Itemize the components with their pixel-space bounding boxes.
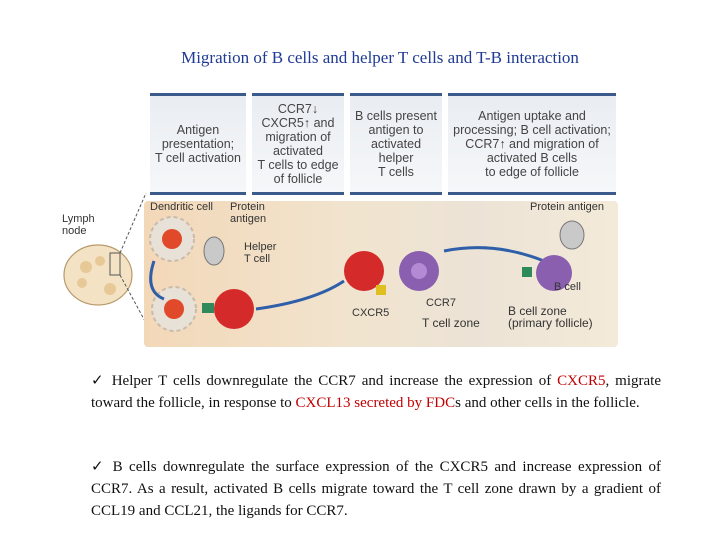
line-text: presentation; (161, 137, 235, 151)
body-text: B cells downregulate the surface express… (91, 459, 661, 519)
line-text: T cell (244, 253, 271, 265)
line-text: of follicle (273, 172, 323, 186)
line-text: Antigen uptake and (478, 109, 586, 123)
check-mark: ✓ (91, 373, 106, 389)
follicle-circle (77, 278, 87, 288)
line-text: activated helper (370, 137, 422, 165)
line-text: Antigen (176, 123, 220, 137)
activated-b-cell (399, 251, 439, 291)
highlight-text: CXCL13 secreted by FDC (295, 395, 456, 411)
line-text: CXCR5↑ and (261, 116, 335, 130)
t-cell-at-edge (344, 251, 386, 295)
zoom-line (119, 192, 147, 254)
line-text: node (62, 225, 87, 237)
cell-scene-graphics (149, 216, 585, 332)
migration-arrow-b-cell (443, 246, 545, 263)
b-cell-zone-label: B cell zone(primary follicle) (508, 305, 593, 329)
highlight-text: CXCR5 (557, 373, 606, 389)
line-text: T cell activation (155, 151, 241, 165)
b-cell-follicle (522, 255, 572, 291)
b-cell-label: B cell (554, 281, 581, 293)
slide-title: Migration of B cells and helper T cells … (181, 48, 579, 67)
migration-arrow-t-cell (255, 279, 345, 311)
cxcr5-label: CXCR5 (352, 307, 390, 319)
dendritic-cell-top (149, 216, 195, 262)
protein-antigen-right-label: Protein antigen (530, 201, 604, 213)
line-text: Protein (230, 201, 265, 213)
bullet-b-cells: ✓ B cells downregulate the surface expre… (91, 456, 661, 522)
ccr7-label: CCR7 (426, 297, 456, 309)
line-text: B cells present (355, 109, 437, 123)
line-text: CCR7↓ (277, 102, 319, 116)
follicle-circle (95, 256, 105, 266)
line-text: Helper (244, 241, 277, 253)
dendritic-cell-label: Dendritic cell (150, 201, 213, 213)
follicle-circle (104, 283, 116, 295)
line-text: activated B cells (486, 151, 578, 165)
line-text: antigen (230, 213, 267, 225)
line-text: CCR7↑ and migration of (465, 137, 599, 151)
body-text: s and other cells in the follicle. (455, 395, 640, 411)
protein-antigen-left (203, 236, 225, 266)
line-text: migration of (265, 130, 331, 144)
line-text: activated (272, 144, 323, 158)
t-cell-zone-label: T cell zone (422, 316, 480, 330)
body-text: , migrate toward the follicle, in respon… (91, 373, 661, 411)
line-text: processing; B cell activation; (453, 123, 611, 137)
zoom-line (119, 274, 147, 324)
protein-antigen-right (559, 220, 585, 250)
bullet-helper-t-cells: ✓ Helper T cells downregulate the CCR7 a… (91, 370, 661, 414)
line-text: B cell zone (508, 304, 567, 318)
migration-arrow-down (149, 260, 165, 301)
line-text: Lymph (62, 213, 95, 225)
line-text: T cells to edge (257, 158, 339, 172)
body-text: Helper T cells downregulate the CCR7 and… (105, 373, 558, 389)
dendritic-cell-bottom (151, 286, 197, 332)
line-text: T cells (378, 165, 414, 179)
helper-t-cell (202, 289, 254, 329)
zoom-box (109, 252, 121, 276)
follicle-circle (80, 261, 92, 273)
lymph-node-illustration (63, 192, 147, 324)
line-text: antigen to (368, 123, 424, 137)
line-text: to edge of follicle (485, 165, 579, 179)
line-text: (primary follicle) (508, 316, 593, 330)
lymph-node-shape (63, 244, 133, 306)
check-mark: ✓ (91, 459, 107, 475)
